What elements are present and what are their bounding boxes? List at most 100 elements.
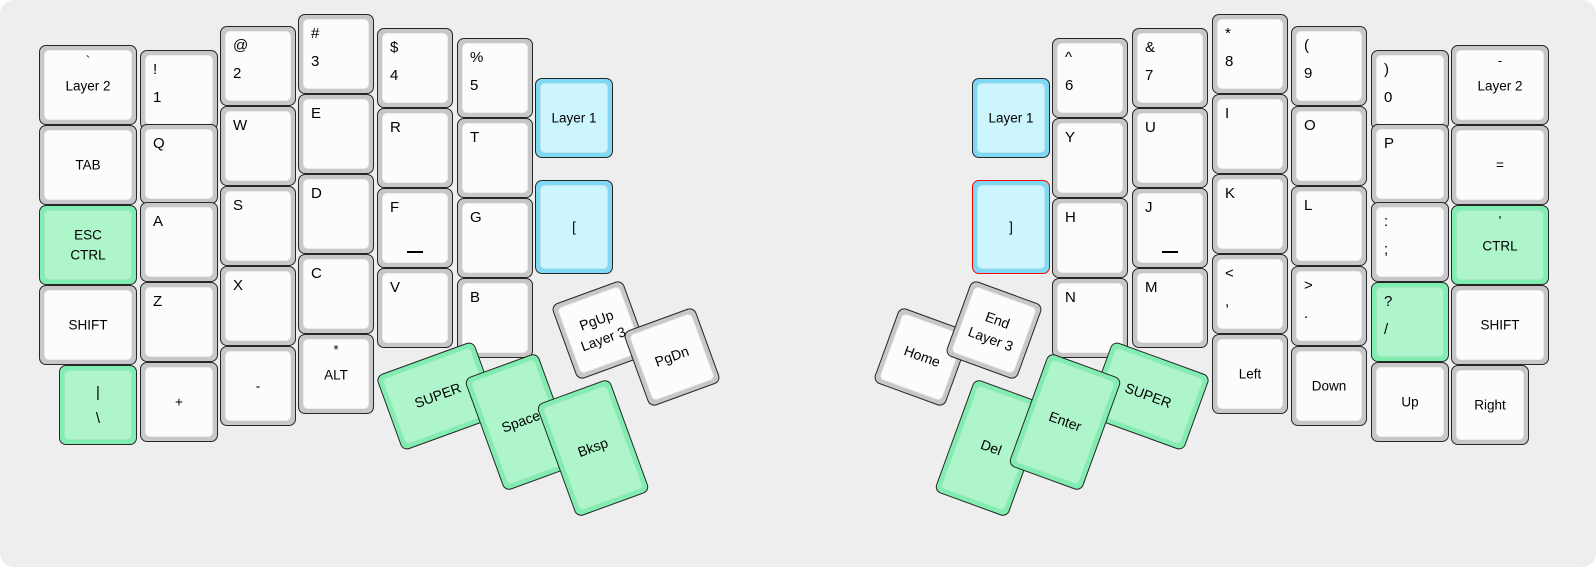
key-r-c2-r4[interactable]: ?/ [1371, 282, 1449, 362]
key-r-c4-r2[interactable]: I [1212, 94, 1288, 174]
key-legend-shifted: ( [1304, 37, 1309, 54]
keycap-l-c5-r1: $4 [382, 33, 448, 103]
key-r-c7-r1[interactable]: Layer 1 [972, 78, 1050, 158]
key-legend-base: I [1225, 105, 1230, 122]
key-l-c3-r5[interactable]: - [220, 346, 296, 426]
keycap-l-c1-r2: TAB [44, 130, 132, 200]
key-l-c4-r1[interactable]: #3 [298, 14, 374, 94]
keycap-r-c3-r3: L [1296, 191, 1362, 261]
key-l-c6-r2[interactable]: T [457, 118, 533, 198]
key-legend-base: O [1304, 117, 1316, 134]
key-r-c6-r2[interactable]: Y [1052, 118, 1128, 198]
key-r-c3-r3[interactable]: L [1291, 186, 1367, 266]
key-legend-base: 9 [1304, 65, 1313, 82]
key-legend-base: C [311, 265, 322, 282]
key-l-c4-r4[interactable]: C [298, 254, 374, 334]
key-r-c2-r3[interactable]: :; [1371, 202, 1449, 282]
key-r-c4-r3[interactable]: K [1212, 174, 1288, 254]
key-legend-base: G [470, 209, 482, 226]
key-r-c5-r4[interactable]: M [1132, 268, 1208, 348]
key-r-c7-r2[interactable]: ] [972, 180, 1050, 274]
keycap-r-c6-r4: N [1057, 283, 1123, 353]
key-r-c1-r2[interactable]: = [1451, 125, 1549, 205]
key-legend-base: B [470, 289, 481, 306]
key-label: Down [1311, 378, 1347, 394]
key-r-c5-r2[interactable]: U [1132, 108, 1208, 188]
key-r-c6-r1[interactable]: ^6 [1052, 38, 1128, 118]
key-r-c5-r1[interactable]: &7 [1132, 28, 1208, 108]
key-label: End Layer 3 [966, 308, 1016, 354]
key-l-c7-r2[interactable]: [ [535, 180, 613, 274]
key-r-c1-r1[interactable]: -Layer 2 [1451, 45, 1549, 125]
key-l-c1-r4[interactable]: SHIFT [39, 285, 137, 365]
key-r-c3-r1[interactable]: (9 [1291, 26, 1367, 106]
key-l-c1-r3[interactable]: ESC CTRL [39, 205, 137, 285]
keycap-l-c1-r4: SHIFT [44, 290, 132, 360]
key-legend-base: Q [153, 135, 165, 152]
key-r-c2-r5[interactable]: Up [1371, 362, 1449, 442]
key-legend-base: 4 [390, 67, 399, 84]
key-legend-base: 6 [1065, 77, 1074, 94]
key-l-c2-r2[interactable]: Q [140, 124, 218, 204]
key-r-c4-r1[interactable]: *8 [1212, 14, 1288, 94]
keycap-l-c2-r1: !1 [145, 55, 213, 125]
key-l-c2-r1[interactable]: !1 [140, 50, 218, 130]
key-r-t-end[interactable]: End Layer 3 [944, 279, 1044, 381]
key-r-c3-r5[interactable]: Down [1291, 346, 1367, 426]
key-l-c2-r4[interactable]: Z [140, 282, 218, 362]
keycap-r-c4-r2: I [1217, 99, 1283, 169]
key-legend-base: + [175, 394, 183, 410]
key-legend-shifted: & [1145, 39, 1156, 56]
key-l-c6-r3[interactable]: G [457, 198, 533, 278]
key-l-c4-r2[interactable]: E [298, 94, 374, 174]
key-r-t-enter[interactable]: Enter [1007, 352, 1123, 492]
key-l-c3-r4[interactable]: X [220, 266, 296, 346]
key-r-c3-r2[interactable]: O [1291, 106, 1367, 186]
key-legend-shifted: % [470, 49, 484, 66]
keycap-l-c1-r1: `Layer 2 [44, 50, 132, 120]
key-l-t-bksp[interactable]: Bksp [535, 378, 651, 518]
key-r-c1-r4[interactable]: SHIFT [1451, 285, 1549, 365]
key-r-c5-r3[interactable]: J [1132, 188, 1208, 268]
key-l-c3-r3[interactable]: S [220, 186, 296, 266]
key-l-c4-r3[interactable]: D [298, 174, 374, 254]
key-legend-base: K [1225, 185, 1236, 202]
key-l-c3-r1[interactable]: @2 [220, 26, 296, 106]
key-l-c1-r2[interactable]: TAB [39, 125, 137, 205]
key-l-c1-r1[interactable]: `Layer 2 [39, 45, 137, 125]
key-legend-base: D [311, 185, 322, 202]
key-l-c5-r2[interactable]: R [377, 108, 453, 188]
key-label: Layer 2 [1477, 78, 1523, 94]
keycap-r-c5-r3: J [1137, 193, 1203, 263]
key-r-c6-r3[interactable]: H [1052, 198, 1128, 278]
key-r-c3-r4[interactable]: >. [1291, 266, 1367, 346]
key-l-c7-r1[interactable]: Layer 1 [535, 78, 613, 158]
key-r-c4-r5[interactable]: Left [1212, 334, 1288, 414]
keycap-l-c5-r3: F [382, 193, 448, 263]
key-r-c2-r1[interactable]: )0 [1371, 50, 1449, 130]
key-r-c1-r5[interactable]: Right [1451, 365, 1529, 445]
key-l-c5-r1[interactable]: $4 [377, 28, 453, 108]
keycap-l-c7-r1: Layer 1 [540, 83, 608, 153]
keycap-r-c2-r1: )0 [1376, 55, 1444, 125]
keycap-r-c4-r5: Left [1217, 339, 1283, 409]
key-l-c2-r3[interactable]: A [140, 202, 218, 282]
key-legend-base: , [1225, 293, 1230, 310]
key-legend-shifted: * [1225, 25, 1231, 42]
key-legend-base: 2 [233, 65, 242, 82]
key-l-c3-r2[interactable]: W [220, 106, 296, 186]
key-l-c1-r5[interactable]: |\ [59, 365, 137, 445]
key-l-c5-r4[interactable]: V [377, 268, 453, 348]
key-r-c1-r3[interactable]: 'CTRL [1451, 205, 1549, 285]
keycap-l-c2-r3: A [145, 207, 213, 277]
keycap-r-c5-r4: M [1137, 273, 1203, 343]
key-legend-base: A [153, 213, 164, 230]
keycap-l-c1-r3: ESC CTRL [44, 210, 132, 280]
key-label: Up [1401, 394, 1419, 410]
key-l-c6-r1[interactable]: %5 [457, 38, 533, 118]
key-l-c2-r5[interactable]: + [140, 362, 218, 442]
key-r-c2-r2[interactable]: P [1371, 124, 1449, 204]
key-l-c5-r3[interactable]: F [377, 188, 453, 268]
key-l-c4-r5[interactable]: *ALT [298, 334, 374, 414]
key-r-c4-r4[interactable]: <, [1212, 254, 1288, 334]
